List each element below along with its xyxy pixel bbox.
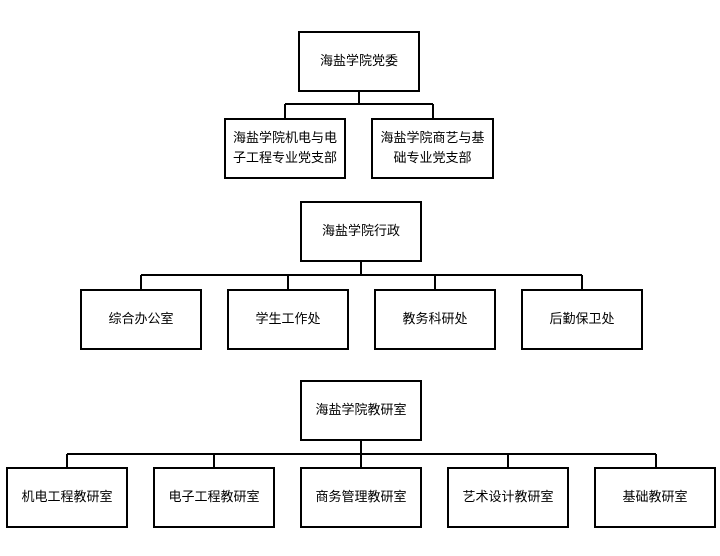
node-teaching-research: 海盐学院教研室 <box>300 380 422 441</box>
node-art-design-office: 艺术设计教研室 <box>447 467 569 528</box>
node-general-office: 综合办公室 <box>80 289 202 350</box>
node-mechatronic-eng-office: 机电工程教研室 <box>6 467 128 528</box>
node-party-committee: 海盐学院党委 <box>298 31 420 92</box>
node-academic-research: 教务科研处 <box>374 289 496 350</box>
node-mechatronics-party-branch: 海盐学院机电与电子工程专业党支部 <box>224 118 346 179</box>
node-administration: 海盐学院行政 <box>300 201 422 262</box>
node-electronic-eng-office: 电子工程教研室 <box>153 467 275 528</box>
node-foundation-office: 基础教研室 <box>594 467 716 528</box>
node-logistics-security: 后勤保卫处 <box>521 289 643 350</box>
node-student-affairs: 学生工作处 <box>227 289 349 350</box>
node-business-arts-party-branch: 海盐学院商艺与基础专业党支部 <box>371 118 494 179</box>
node-business-mgmt-office: 商务管理教研室 <box>300 467 422 528</box>
